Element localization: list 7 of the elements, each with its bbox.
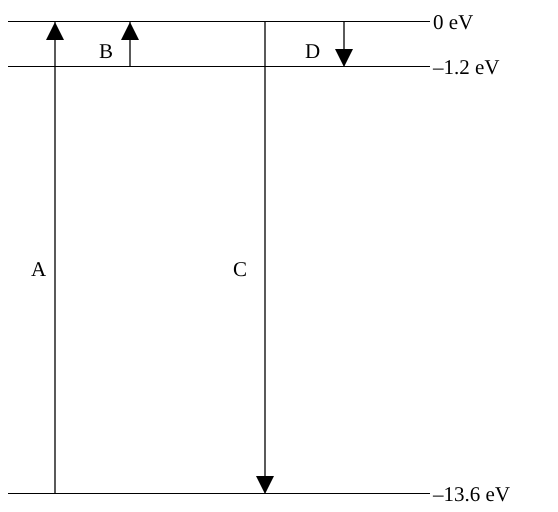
- energy-label: –13.6 eV: [433, 482, 510, 506]
- arrow: [256, 22, 274, 494]
- arrow: [335, 22, 353, 67]
- arrow: [46, 22, 64, 494]
- energy-label: –1.2 eV: [433, 55, 500, 79]
- arrow: [121, 22, 139, 67]
- energy-label: 0 eV: [433, 10, 474, 34]
